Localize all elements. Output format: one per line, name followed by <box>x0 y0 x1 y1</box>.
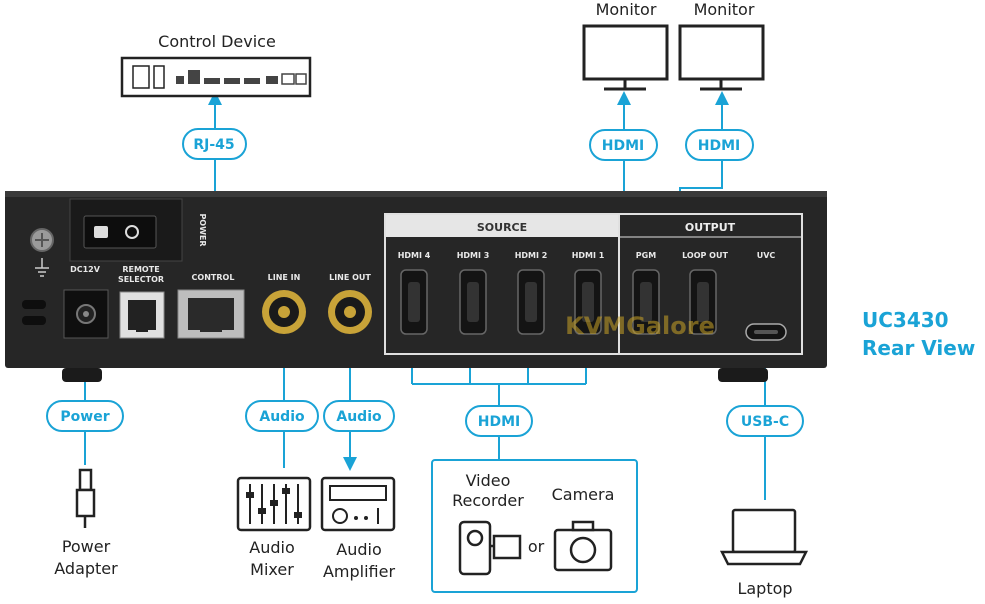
hdmi2-port[interactable] <box>517 269 545 335</box>
pill-audio-in-text: Audio <box>259 409 305 425</box>
pill-power-text: Power <box>60 409 109 425</box>
output-header: OUTPUT <box>685 221 736 234</box>
control-device-port-e <box>244 78 260 84</box>
audio-mixer-label-2: Mixer <box>250 560 294 579</box>
ground-symbol-icon <box>35 258 49 277</box>
watermark: KVMGalore <box>565 312 715 340</box>
monitor-2-icon <box>678 24 765 81</box>
pill-usbc-text: USB-C <box>741 414 789 430</box>
panel-foot-left <box>62 368 102 382</box>
source-devices: Video Recorder or Camera <box>431 459 638 593</box>
model-subtitle: Rear View <box>862 336 975 360</box>
control-device-rj45-b <box>295 73 307 85</box>
laptop: Laptop <box>719 508 809 598</box>
video-recorder-label-2: Recorder <box>452 491 524 510</box>
monitor-2-label: Monitor <box>694 0 755 19</box>
or-text: or <box>528 537 545 556</box>
control-device-port-b <box>188 70 200 84</box>
power-switch-off-icon <box>125 225 139 239</box>
connection-pills: RJ-45 HDMI HDMI Power Audio Audio HDMI <box>46 128 804 437</box>
camera-label: Camera <box>552 485 615 504</box>
control-port-label: CONTROL <box>192 273 235 282</box>
power-switch-on-icon <box>94 226 108 238</box>
line-out-label: LINE OUT <box>329 273 371 282</box>
line-in-label: LINE IN <box>268 273 301 282</box>
loop-out-port[interactable] <box>689 269 717 335</box>
output-section <box>618 213 803 355</box>
uvc-label: UVC <box>757 251 776 260</box>
loop-out-label: LOOP OUT <box>682 251 728 260</box>
pill-audio-out: Audio <box>323 400 395 432</box>
audio-amplifier: Audio Amplifier <box>320 476 396 581</box>
monitor-1-icon <box>582 24 669 81</box>
usbc-port[interactable] <box>745 323 787 341</box>
vent-2 <box>22 316 46 325</box>
control-device-port-d <box>224 78 240 84</box>
control-device-port-f <box>266 76 278 84</box>
monitor-1: Monitor <box>582 0 669 91</box>
pill-rj45: RJ-45 <box>182 128 247 160</box>
pgm-port[interactable] <box>632 269 660 335</box>
monitor-2: Monitor <box>678 0 765 91</box>
remote-selector-label-2: SELECTOR <box>118 275 164 284</box>
device-rear-panel: POWER DC12V REMOTE SELECTOR CONTROL LINE… <box>5 191 827 382</box>
pill-power: Power <box>46 400 124 432</box>
pill-hdmi-monitor-1-text: HDMI <box>602 138 644 154</box>
monitor-1-label: Monitor <box>596 0 657 19</box>
control-device-label: Control Device <box>158 32 276 51</box>
pill-audio-in: Audio <box>245 400 319 432</box>
control-device-port-c <box>204 78 220 84</box>
model-title: UC3430 <box>862 308 949 332</box>
vent-1 <box>22 300 46 309</box>
pill-hdmi-source: HDMI <box>465 405 533 437</box>
pill-rj45-text: RJ-45 <box>193 137 234 153</box>
pill-hdmi-monitor-2-text: HDMI <box>698 138 740 154</box>
pgm-label: PGM <box>636 251 656 260</box>
power-plug-icon <box>75 468 96 528</box>
control-device-port-a <box>176 76 184 84</box>
power-switch[interactable] <box>83 215 157 249</box>
panel-foot-right <box>718 368 768 382</box>
laptop-icon <box>719 508 809 566</box>
source-header: SOURCE <box>477 221 527 234</box>
pill-hdmi-source-text: HDMI <box>478 414 520 430</box>
power-adapter-label-1: Power <box>62 537 111 556</box>
hdmi1-port[interactable] <box>574 269 602 335</box>
hdmi3-port[interactable] <box>459 269 487 335</box>
dc-label: DC12V <box>70 265 101 274</box>
pill-audio-out-text: Audio <box>336 409 382 425</box>
audio-amplifier-label-1: Audio <box>336 540 381 559</box>
audio-mixer: Audio Mixer <box>236 476 312 579</box>
pill-usbc: USB-C <box>726 405 804 437</box>
control-device-rj45-a <box>281 73 295 85</box>
control-device-power-port <box>132 65 150 89</box>
camera-icon <box>553 520 613 572</box>
hdmi1-label: HDMI 1 <box>572 251 605 260</box>
laptop-label: Laptop <box>737 579 792 598</box>
hdmi4-port[interactable] <box>400 269 428 335</box>
control-device-switch <box>153 65 165 89</box>
control-device: Control Device <box>120 32 312 98</box>
hdmi4-label: HDMI 4 <box>398 251 431 260</box>
video-recorder-icon <box>458 520 522 576</box>
power-adapter: Power Adapter <box>54 468 118 578</box>
video-recorder-label-1: Video <box>466 471 511 490</box>
pill-hdmi-monitor-1: HDMI <box>589 129 658 161</box>
hdmi3-label: HDMI 3 <box>457 251 490 260</box>
audio-amplifier-label-2: Amplifier <box>323 562 396 581</box>
hdmi2-label: HDMI 2 <box>515 251 548 260</box>
audio-mixer-label-1: Audio <box>249 538 294 557</box>
audio-amplifier-icon <box>320 476 396 532</box>
power-adapter-label-2: Adapter <box>54 559 118 578</box>
power-switch-label: POWER <box>198 213 207 246</box>
remote-selector-label-1: REMOTE <box>122 265 159 274</box>
pill-hdmi-monitor-2: HDMI <box>685 129 754 161</box>
